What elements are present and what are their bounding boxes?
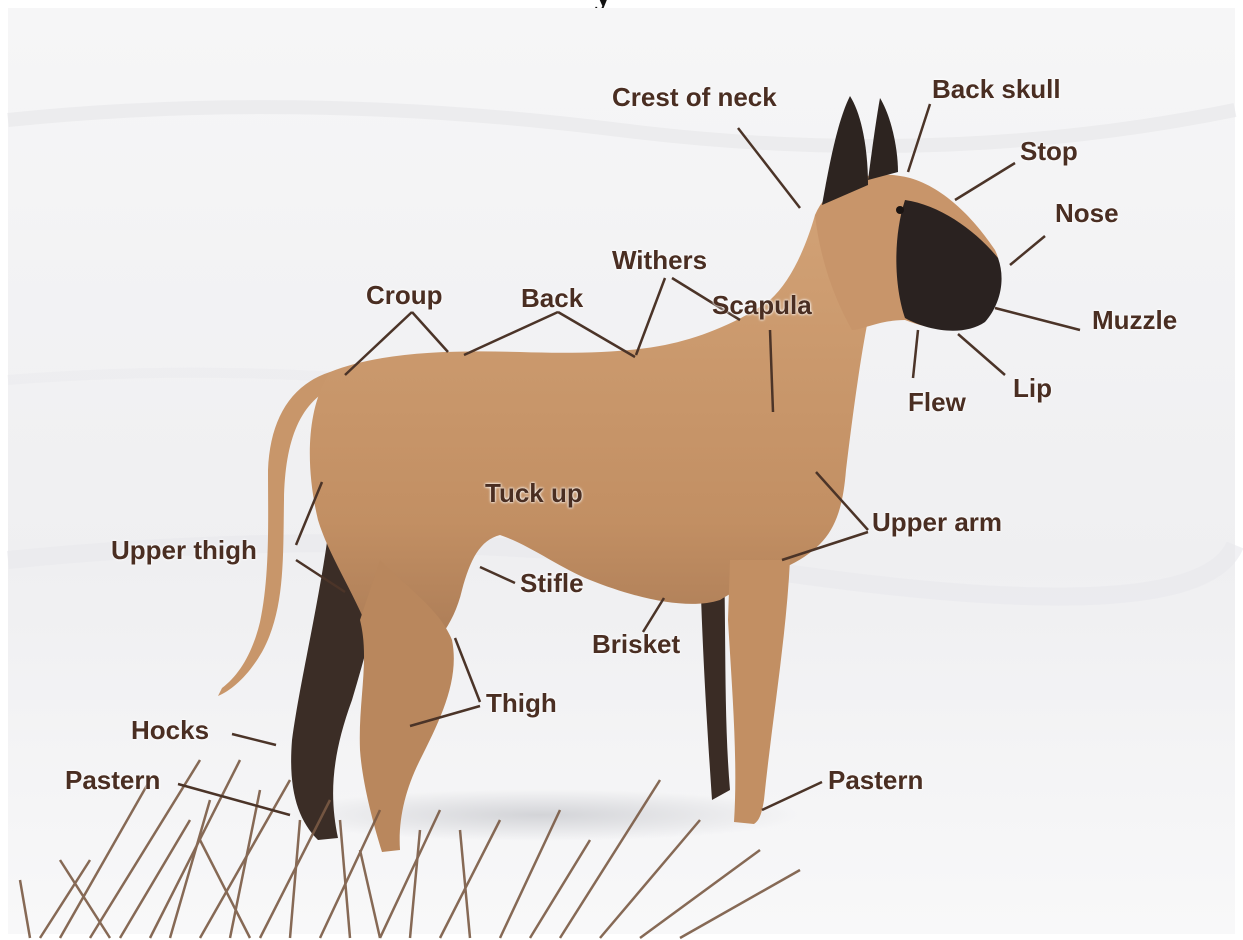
label-pastern-rear: Pastern <box>65 765 160 795</box>
label-muzzle: Muzzle <box>1092 305 1177 335</box>
label-croup: Croup <box>366 280 443 310</box>
label-scapula: Scapula <box>712 290 812 320</box>
label-upper-thigh: Upper thigh <box>111 535 257 565</box>
label-nose: Nose <box>1055 198 1119 228</box>
label-upper-arm: Upper arm <box>872 507 1002 537</box>
label-flew: Flew <box>908 387 966 417</box>
label-hocks: Hocks <box>131 715 209 745</box>
label-lip: Lip <box>1013 373 1052 403</box>
label-tuck-up: Tuck up <box>485 478 583 508</box>
label-crest-of-neck: Crest of neck <box>612 82 777 112</box>
label-back: Back <box>521 283 583 313</box>
label-pastern-front: Pastern <box>828 765 923 795</box>
label-thigh: Thigh <box>486 688 557 718</box>
label-withers: Withers <box>612 245 707 275</box>
dog-eye <box>896 206 904 214</box>
dog-shadow <box>280 789 800 841</box>
label-stifle: Stifle <box>520 568 584 598</box>
label-stop: Stop <box>1020 136 1078 166</box>
label-brisket: Brisket <box>592 629 680 659</box>
label-back-skull: Back skull <box>932 74 1061 104</box>
